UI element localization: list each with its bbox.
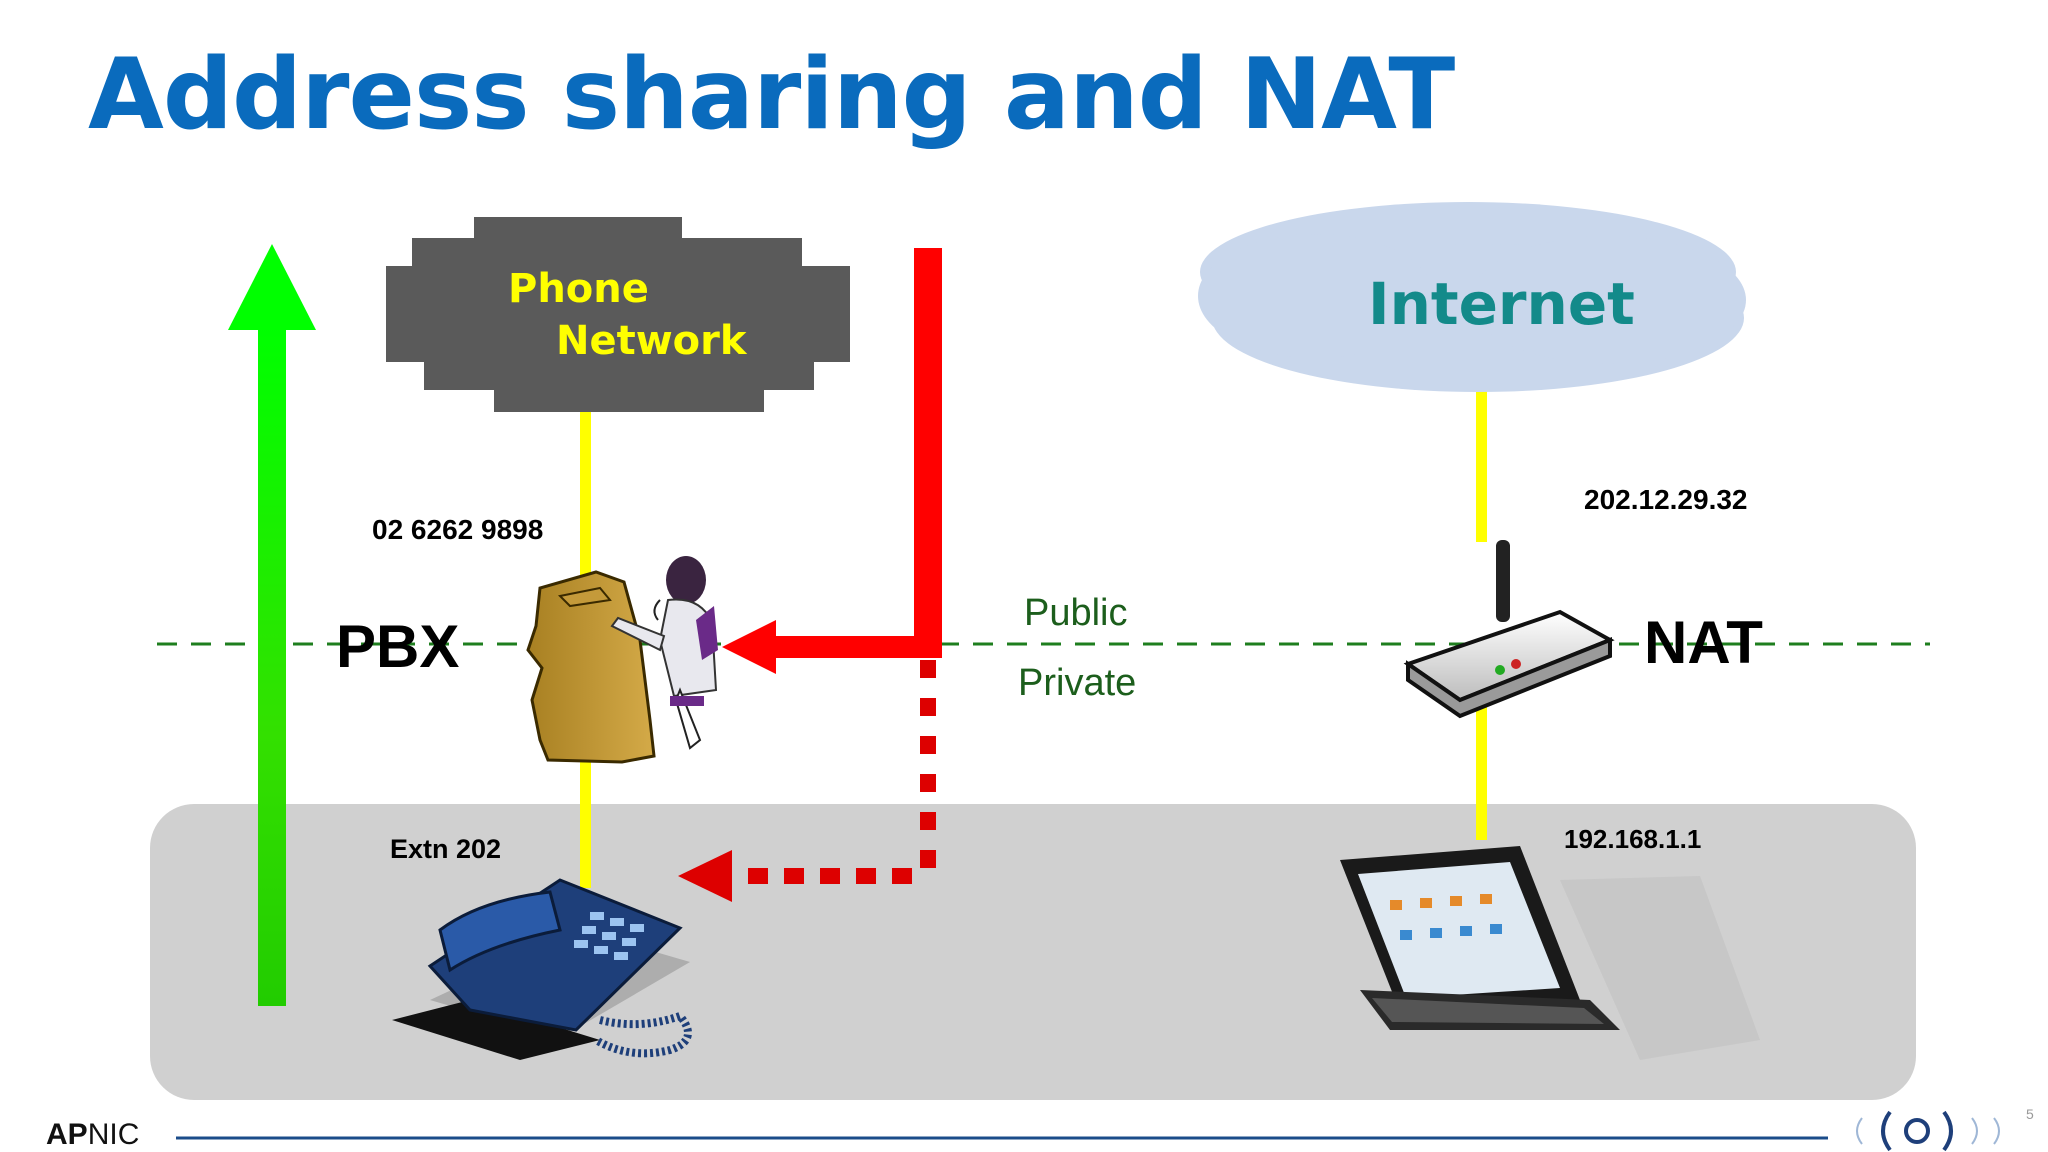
desk-phone-icon [392,878,692,1060]
private-zone-label: Private [1018,662,1137,704]
phone-network-line2: Network [556,318,747,364]
apnic-logo-bold: AP [46,1118,88,1151]
apnic-logo-rest: NIC [87,1118,140,1151]
nat-label: NAT [1644,609,1763,676]
pbx-operator-icon [526,556,718,764]
pbx-number: 02 6262 9898 [372,514,544,545]
red-arrow-solid [722,248,942,674]
lan-link-line [1476,692,1487,840]
nat-router-icon [1403,540,1615,719]
internet-link-line [1476,388,1487,542]
green-arrow [228,244,316,1006]
tablet-keyboard-icon [1340,846,1760,1060]
public-zone-label: Public [1024,592,1128,634]
wave-logo-icon [1856,1110,2000,1152]
extension-label: Extn 202 [390,834,502,864]
public-ip-label: 202.12.29.32 [1584,484,1748,515]
phone-network-cloud [386,217,850,412]
slide-title: Address sharing and NAT [88,38,1455,152]
internet-cloud [1198,202,1746,392]
red-arrow-dotted [678,660,936,902]
pbx-label: PBX [336,613,460,680]
apnic-logo: APNIC [46,1118,139,1152]
private-ip-label: 192.168.1.1 [1564,824,1702,854]
phone-network-line1: Phone [508,266,649,312]
internet-label: Internet [1368,270,1635,338]
page-number: 5 [2026,1106,2034,1122]
